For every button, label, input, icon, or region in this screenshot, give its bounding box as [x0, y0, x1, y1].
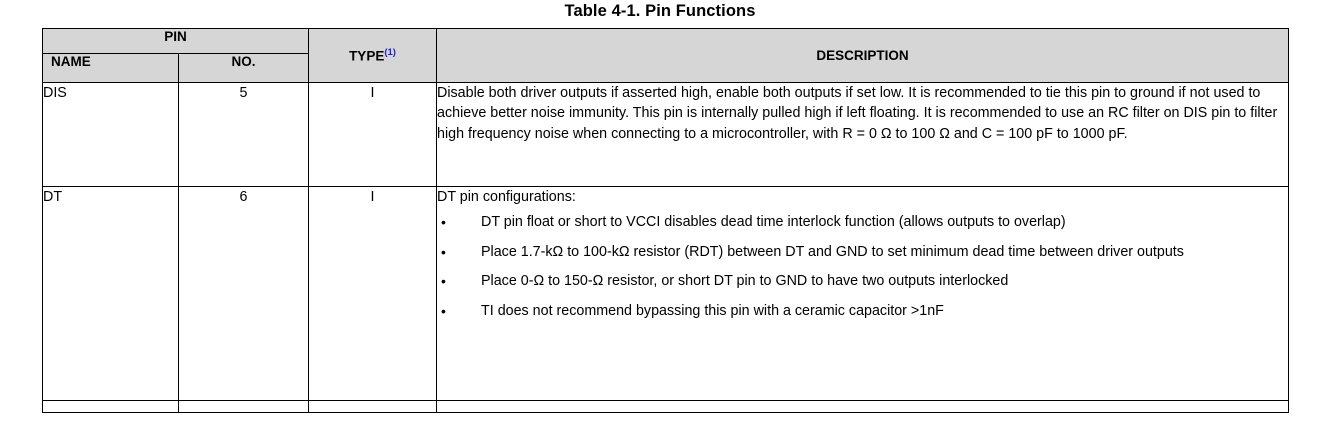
table-row: DT 6 I DT pin configurations: • DT pin f…: [42, 186, 1290, 401]
table-header: PIN TYPE(1) DESCRIPTION NAME NO.: [41, 28, 1290, 83]
column-header-name: NAME: [42, 53, 179, 83]
page-title: Table 4-1. Pin Functions: [564, 2, 756, 20]
list-item: • TI does not recommend bypassing this p…: [437, 297, 1288, 327]
pin-functions-table: PIN TYPE(1) DESCRIPTION NAME NO. DIS 5 I: [41, 28, 1290, 413]
pin-functions-table-container: PIN TYPE(1) DESCRIPTION NAME NO. DIS 5 I: [41, 28, 1290, 413]
table-header-row-group: PIN TYPE(1) DESCRIPTION: [41, 28, 1290, 83]
column-header-type: TYPE(1): [308, 28, 438, 83]
cell-pin-type: I: [308, 82, 438, 187]
list-item-text: Place 1.7-kΩ to 100-kΩ resistor (RDT) be…: [481, 243, 1184, 260]
column-header-description: DESCRIPTION: [436, 28, 1290, 83]
cell-pin-description: [436, 400, 1290, 413]
bullet-icon: •: [441, 214, 446, 231]
list-item: • Place 1.7-kΩ to 100-kΩ resistor (RDT) …: [437, 238, 1288, 268]
cell-pin-type: I: [308, 186, 438, 401]
cell-pin-type: [308, 400, 438, 413]
description-lead-text: DT pin configurations:: [437, 189, 576, 205]
cell-pin-description: Disable both driver outputs if asserted …: [436, 82, 1290, 187]
column-header-pin: PIN: [41, 28, 310, 54]
table-row: [42, 400, 1290, 413]
table-header-row-sub: NAME NO.: [42, 53, 1289, 83]
column-header-no: NO.: [177, 53, 310, 83]
table-body: DIS 5 I Disable both driver outputs if a…: [42, 82, 1290, 413]
footnote-marker-1[interactable]: (1): [384, 47, 396, 59]
column-header-type-label: TYPE: [349, 48, 385, 64]
list-item: • DT pin float or short to VCCI disables…: [437, 208, 1288, 238]
table-row: DIS 5 I Disable both driver outputs if a…: [42, 82, 1290, 187]
cell-pin-name: DT: [42, 186, 179, 401]
description-paragraph: Disable both driver outputs if asserted …: [437, 85, 1278, 142]
cell-pin-no: 5: [177, 82, 310, 187]
cell-pin-no: 6: [177, 186, 310, 401]
bullet-icon: •: [441, 302, 446, 319]
cell-pin-description: DT pin configurations: • DT pin float or…: [436, 186, 1290, 401]
cell-pin-no: [177, 400, 310, 413]
bullet-icon: •: [441, 243, 446, 260]
cell-pin-name: [42, 400, 179, 413]
bullet-icon: •: [441, 273, 446, 290]
list-item-text: DT pin float or short to VCCI disables d…: [481, 214, 1066, 231]
description-bullet-list: • DT pin float or short to VCCI disables…: [437, 208, 1288, 326]
cell-pin-name: DIS: [42, 82, 179, 187]
list-item-text: Place 0-Ω to 150-Ω resistor, or short DT…: [481, 273, 1009, 290]
list-item-text: TI does not recommend bypassing this pin…: [481, 302, 944, 319]
list-item: • Place 0-Ω to 150-Ω resistor, or short …: [437, 267, 1288, 297]
